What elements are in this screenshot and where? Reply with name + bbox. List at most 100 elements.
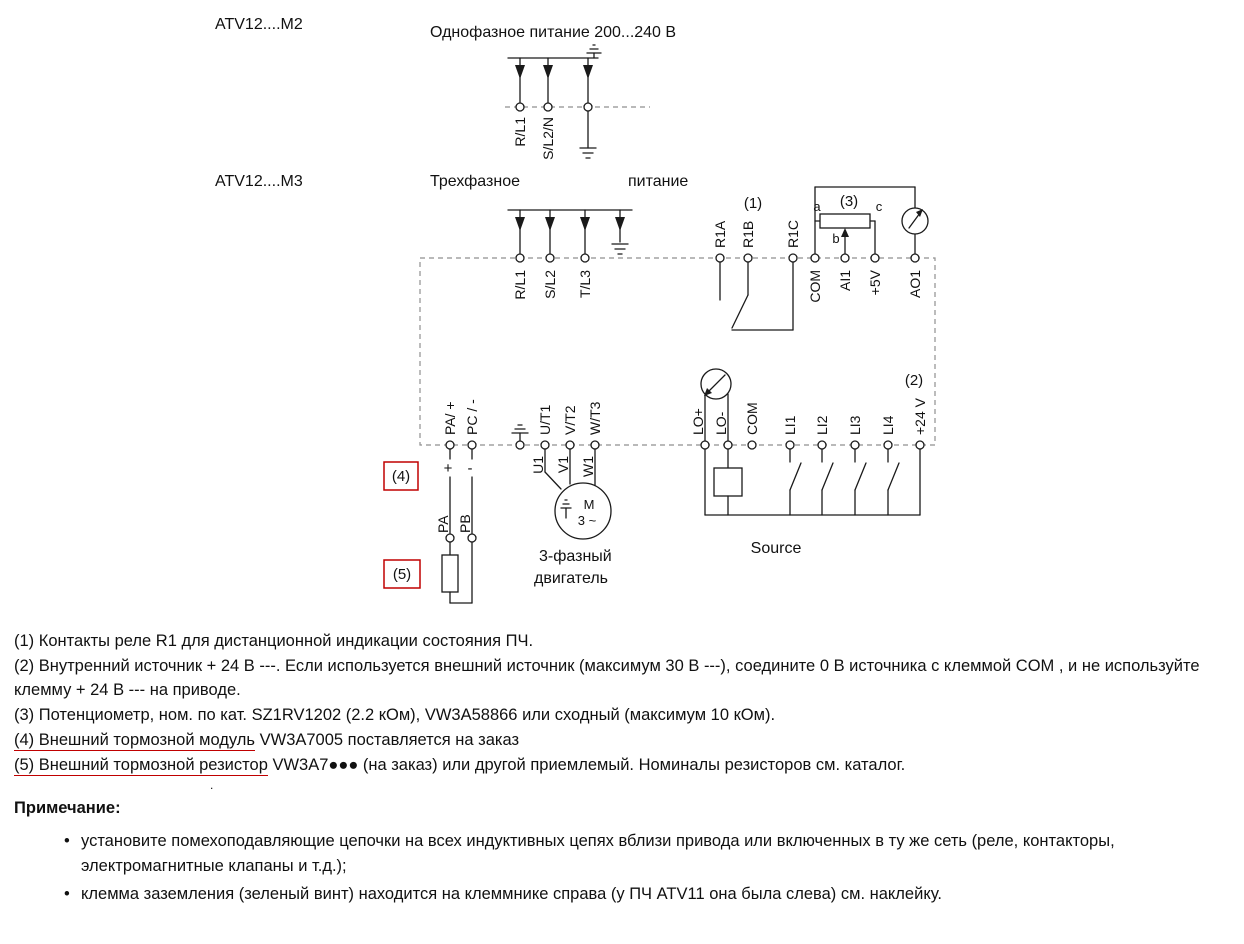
terminal-label-ut1: U/T1 [537, 404, 553, 435]
terminal-li3 [850, 440, 860, 450]
relay-output-block: (1) R1A R1B R1C [712, 195, 801, 331]
note-5-underlined: (5) Внешний тормозной резистор [14, 756, 268, 776]
pot-label-c: c [876, 199, 883, 214]
relay-coil-icon [713, 467, 743, 497]
brake-plus-label: + [444, 460, 453, 477]
terminal-label-lo-plus: LO+ [690, 408, 706, 435]
motor-circle-icon [554, 482, 612, 540]
callout-5: (5) [393, 566, 411, 583]
m3-model-label: ATV12....M3 [215, 173, 303, 190]
m2-ground-symbol [579, 110, 597, 159]
note-1: (1) Контакты реле R1 для дистанционной и… [14, 632, 534, 650]
terminal-label-r1b: R1B [740, 221, 756, 248]
terminal-label-5v: +5V [867, 269, 883, 295]
terminal-label-wt3: W/T3 [587, 401, 603, 435]
terminal-label-ai1: AI1 [837, 270, 853, 291]
switch-li1 [789, 448, 802, 516]
terminal-tl3 [580, 253, 590, 263]
terminal-label-com-analog: COM [807, 270, 823, 303]
terminal-label-r1c: R1C [785, 220, 801, 248]
terminal-li2 [817, 440, 827, 450]
note-3: (3) Потенциометр, ном. по кат. SZ1RV1202… [14, 706, 776, 724]
terminal-label-r1a: R1A [712, 220, 728, 248]
callout-4-box [383, 461, 419, 491]
terminal-wt3 [590, 440, 600, 450]
terminal-label-pa-plus: PA/ + [442, 401, 458, 435]
m2-title: Однофазное питание 200...240 В [430, 24, 676, 41]
terminal-sl2n-m2 [543, 102, 553, 112]
terminal-label-pb: PB [457, 514, 473, 533]
remark-heading: Примечание: [14, 799, 121, 817]
stray-dot: . [210, 778, 214, 792]
logic-output-transistor [700, 368, 732, 442]
terminal-r1b [743, 253, 753, 263]
brake-resistor-icon [441, 554, 459, 593]
terminal-pc-minus [467, 440, 477, 450]
relay-contact-symbol [719, 261, 794, 331]
motor-wire-label-u1: U1 [530, 456, 546, 474]
logic-input-wiring: (2) Source [704, 372, 923, 557]
terminal-com-analog [810, 253, 820, 263]
motor-block: U1 V1 W1 M 3 ~ 3-фазный двигатель [530, 448, 612, 587]
terminal-ai1 [840, 253, 850, 263]
motor-wire-label-v1: V1 [555, 456, 571, 473]
terminal-label-li4: LI4 [880, 415, 896, 435]
terminal-pe-m2 [583, 102, 593, 112]
terminal-label-lo-minus: LO- [713, 411, 729, 435]
terminal-label-rl1-m2: R/L1 [512, 117, 528, 147]
terminal-pa [445, 533, 455, 543]
terminal-lo-minus [723, 440, 733, 450]
terminal-label-sl2n-m2: S/L2/N [540, 117, 556, 160]
terminal-r1c [788, 253, 798, 263]
notes-section: (1) Контакты реле R1 для дистанционной и… [0, 625, 1244, 907]
callout-3: (3) [840, 193, 858, 210]
motor-symbol-phase: 3 ~ [578, 513, 597, 528]
terminal-label-li1: LI1 [782, 415, 798, 435]
motor-caption-line1: 3-фазный [539, 548, 612, 565]
note-4: (4) Внешний тормозной модуль VW3A7005 по… [14, 728, 1228, 752]
m2-top-ground-icon [586, 44, 602, 59]
analog-wiring [814, 186, 916, 255]
terminal-r1a [715, 253, 725, 263]
m3-ground-symbol [611, 209, 629, 255]
terminal-ut1 [540, 440, 550, 450]
m3-supply-lines [507, 209, 633, 255]
remark-bullet-1: • установите помехоподавляющие цепочки н… [14, 829, 1228, 879]
terminal-label-rl1: R/L1 [512, 270, 528, 300]
mains-terminals: R/L1 S/L2 T/L3 [512, 253, 593, 300]
wiring-diagram: ATV12....M2 Однофазное питание 200...240… [215, 16, 936, 604]
terminal-rl1-m2 [515, 102, 525, 112]
callout-1: (1) [744, 195, 762, 212]
note-5: (5) Внешний тормозной резистор VW3A7●●● … [14, 753, 1228, 777]
m3-title-right: питание [628, 173, 688, 190]
m3-title-left: Трехфазное [430, 173, 520, 190]
callout-2: (2) [905, 372, 923, 389]
source-label: Source [751, 540, 802, 557]
terminal-label-li3: LI3 [847, 415, 863, 435]
switch-li4 [887, 448, 900, 516]
terminal-li1 [785, 440, 795, 450]
terminal-sl2 [545, 253, 555, 263]
terminal-5v [870, 253, 880, 263]
pot-label-b: b [832, 231, 839, 246]
terminal-label-li2: LI2 [814, 415, 830, 435]
note-2: (2) Внутренний источник + 24 В ---. Если… [14, 657, 1200, 699]
terminal-24v [915, 440, 925, 450]
note-5-rest: VW3A7●●● (на заказ) или другой приемлемы… [267, 756, 906, 774]
terminal-pb [467, 533, 477, 543]
remark-bullet-2-text: клемма заземления (зеленый винт) находит… [81, 885, 942, 903]
brake-minus-label: - [468, 460, 473, 477]
m2-supply-lines [507, 57, 599, 104]
terminal-label-vt2: V/T2 [562, 405, 578, 435]
terminal-ao1 [910, 253, 920, 263]
brake-module-wiring: + - (4) PA PB (5) [383, 448, 477, 604]
terminal-li4 [883, 440, 893, 450]
switch-li3 [854, 448, 867, 516]
bullet-icon: • [64, 885, 70, 903]
remark-bullet-1-text: установите помехоподавляющие цепочки на … [81, 832, 1115, 875]
m2-supply-block: ATV12....M2 Однофазное питание 200...240… [215, 16, 676, 160]
terminal-label-24v: +24 V [912, 397, 928, 435]
meter-icon [901, 207, 929, 235]
switch-li2 [821, 448, 834, 516]
